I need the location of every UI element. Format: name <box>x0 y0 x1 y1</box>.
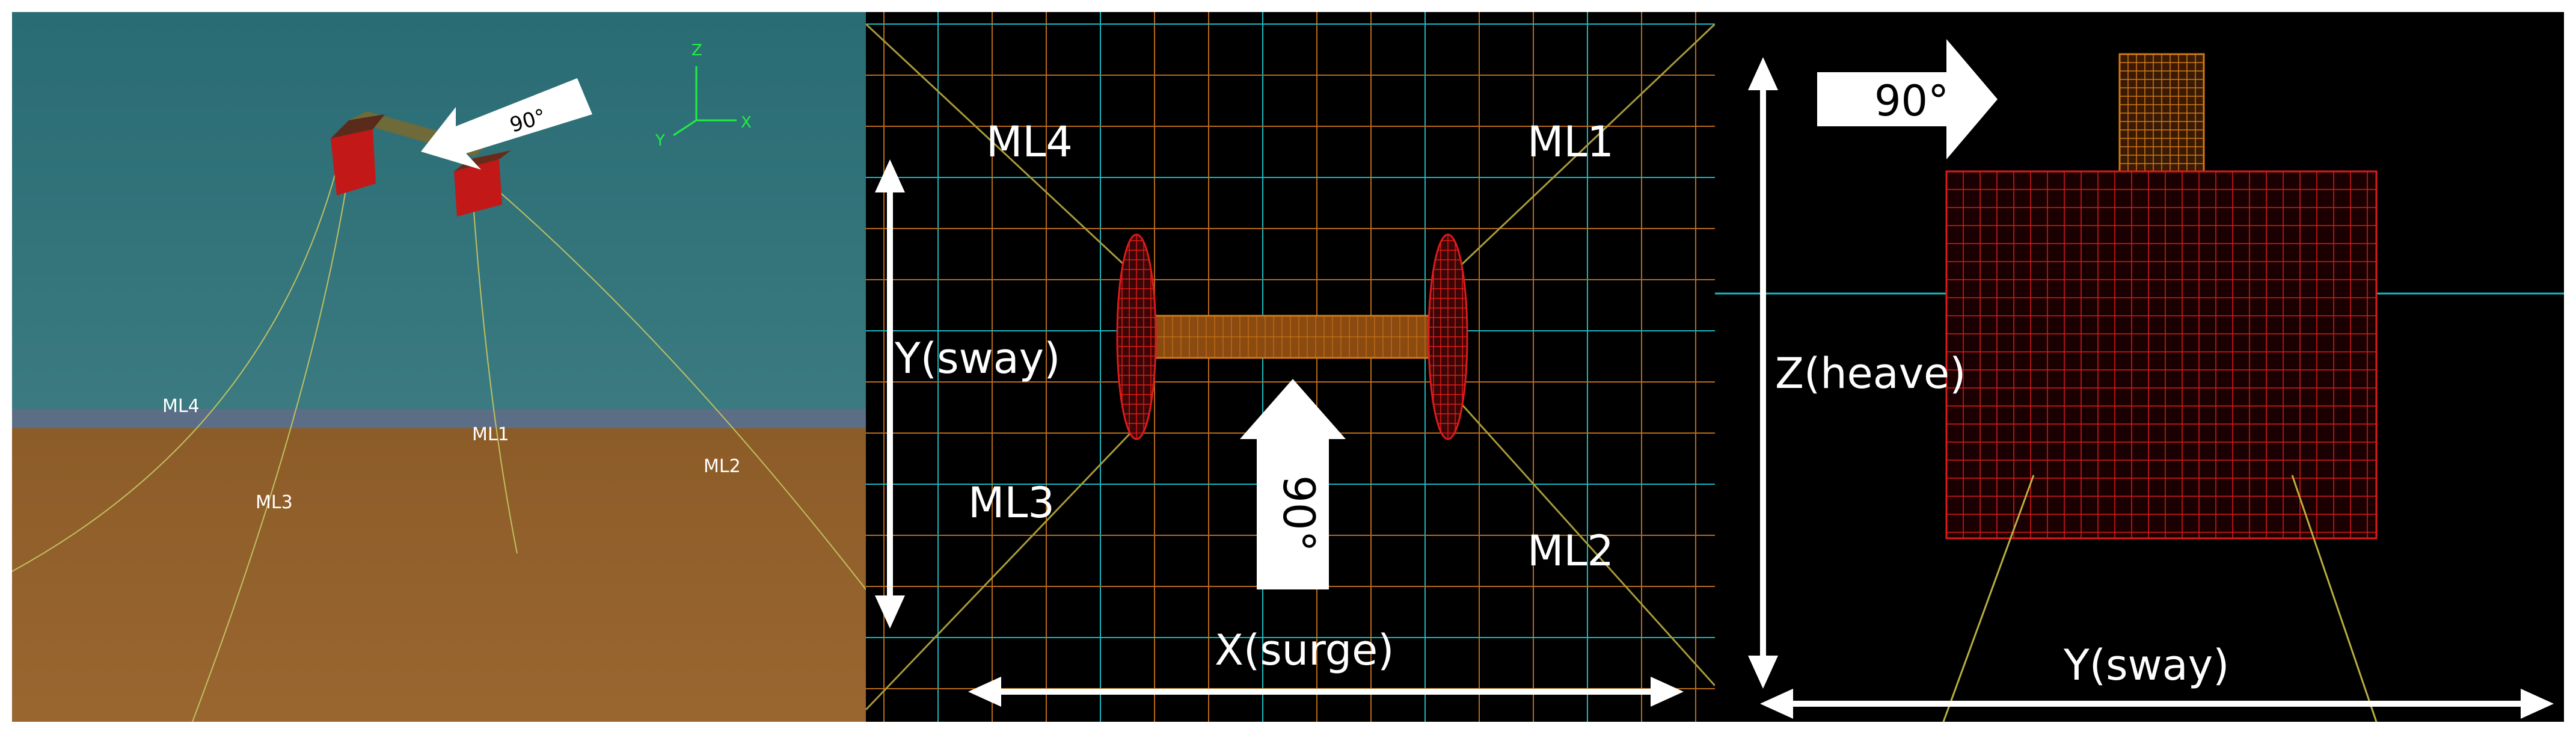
tower-mesh <box>2119 54 2204 171</box>
mooring-line-ml4 <box>12 168 337 572</box>
mooring-line-ml3 <box>192 171 349 722</box>
axis-x-label: X <box>741 114 752 132</box>
mooring-line-ml3 <box>866 432 1132 711</box>
wave-direction-arrow <box>1240 379 1346 589</box>
axis-sway-label: Y(sway) <box>2063 641 2229 690</box>
pontoon-right <box>454 159 502 217</box>
perspective-view-panel: 90° Z X Y ML4 ML3 ML1 ML2 <box>12 12 866 722</box>
label-ml1: ML1 <box>472 424 509 445</box>
axis-z-label: Z <box>692 42 702 60</box>
sway-arrow-head-bottom <box>875 595 905 629</box>
mooring-line-ml2 <box>1454 396 1715 687</box>
pontoon-mesh <box>1117 235 1467 439</box>
axis-heave-label: Z(heave) <box>1775 349 1966 398</box>
y-axis-line <box>673 119 697 137</box>
mooring-line-ml1 <box>1454 23 1715 272</box>
sway-arrow-head-right <box>2521 689 2554 719</box>
mooring-line-right <box>2291 475 2378 722</box>
heave-arrow-head-bottom <box>1748 656 1778 689</box>
mooring-line-left <box>1942 475 2035 722</box>
pontoon-right-top <box>454 150 511 171</box>
axis-y-label: Y <box>655 132 665 150</box>
pontoon-left-top <box>331 114 385 138</box>
wave-direction-arrow <box>421 78 592 170</box>
mooring-line-ml4 <box>866 23 1132 272</box>
label-ml3: ML3 <box>968 478 1055 527</box>
mooring-line-ml1 <box>471 186 518 554</box>
seabed-edge <box>12 409 866 428</box>
wave-direction-label: 90° <box>1274 475 1324 552</box>
surge-arrow-head-right <box>1651 677 1684 707</box>
label-ml1: ML1 <box>1527 117 1614 167</box>
water-background <box>12 12 866 409</box>
label-ml4: ML4 <box>162 396 200 417</box>
seabed <box>12 428 866 722</box>
hull-mesh <box>1946 171 2376 538</box>
pontoon-left <box>331 129 376 195</box>
top-view-panel: 90° Y(sway) X(surge) ML4 ML1 ML3 ML2 <box>866 12 1715 722</box>
heave-arrow-head-top <box>1748 57 1778 90</box>
axis-surge-label: X(surge) <box>1215 626 1394 675</box>
hull <box>1945 170 2378 540</box>
label-ml2: ML2 <box>704 456 741 477</box>
sway-arrow-head-top <box>875 159 905 192</box>
surge-arrow-head-left <box>968 677 1001 707</box>
side-view-panel: 90° Z(heave) Y(sway) <box>1715 12 2564 722</box>
label-ml3: ML3 <box>256 492 293 513</box>
axis-sway-label: Y(sway) <box>894 334 1060 383</box>
label-ml4: ML4 <box>986 117 1073 167</box>
label-ml2: ML2 <box>1527 526 1614 576</box>
mooring-line-ml2 <box>492 186 866 590</box>
wave-direction-label: 90° <box>1874 76 1949 126</box>
wave-direction-arrow <box>1817 39 1998 159</box>
sway-arrow-head-left <box>1760 689 1793 719</box>
